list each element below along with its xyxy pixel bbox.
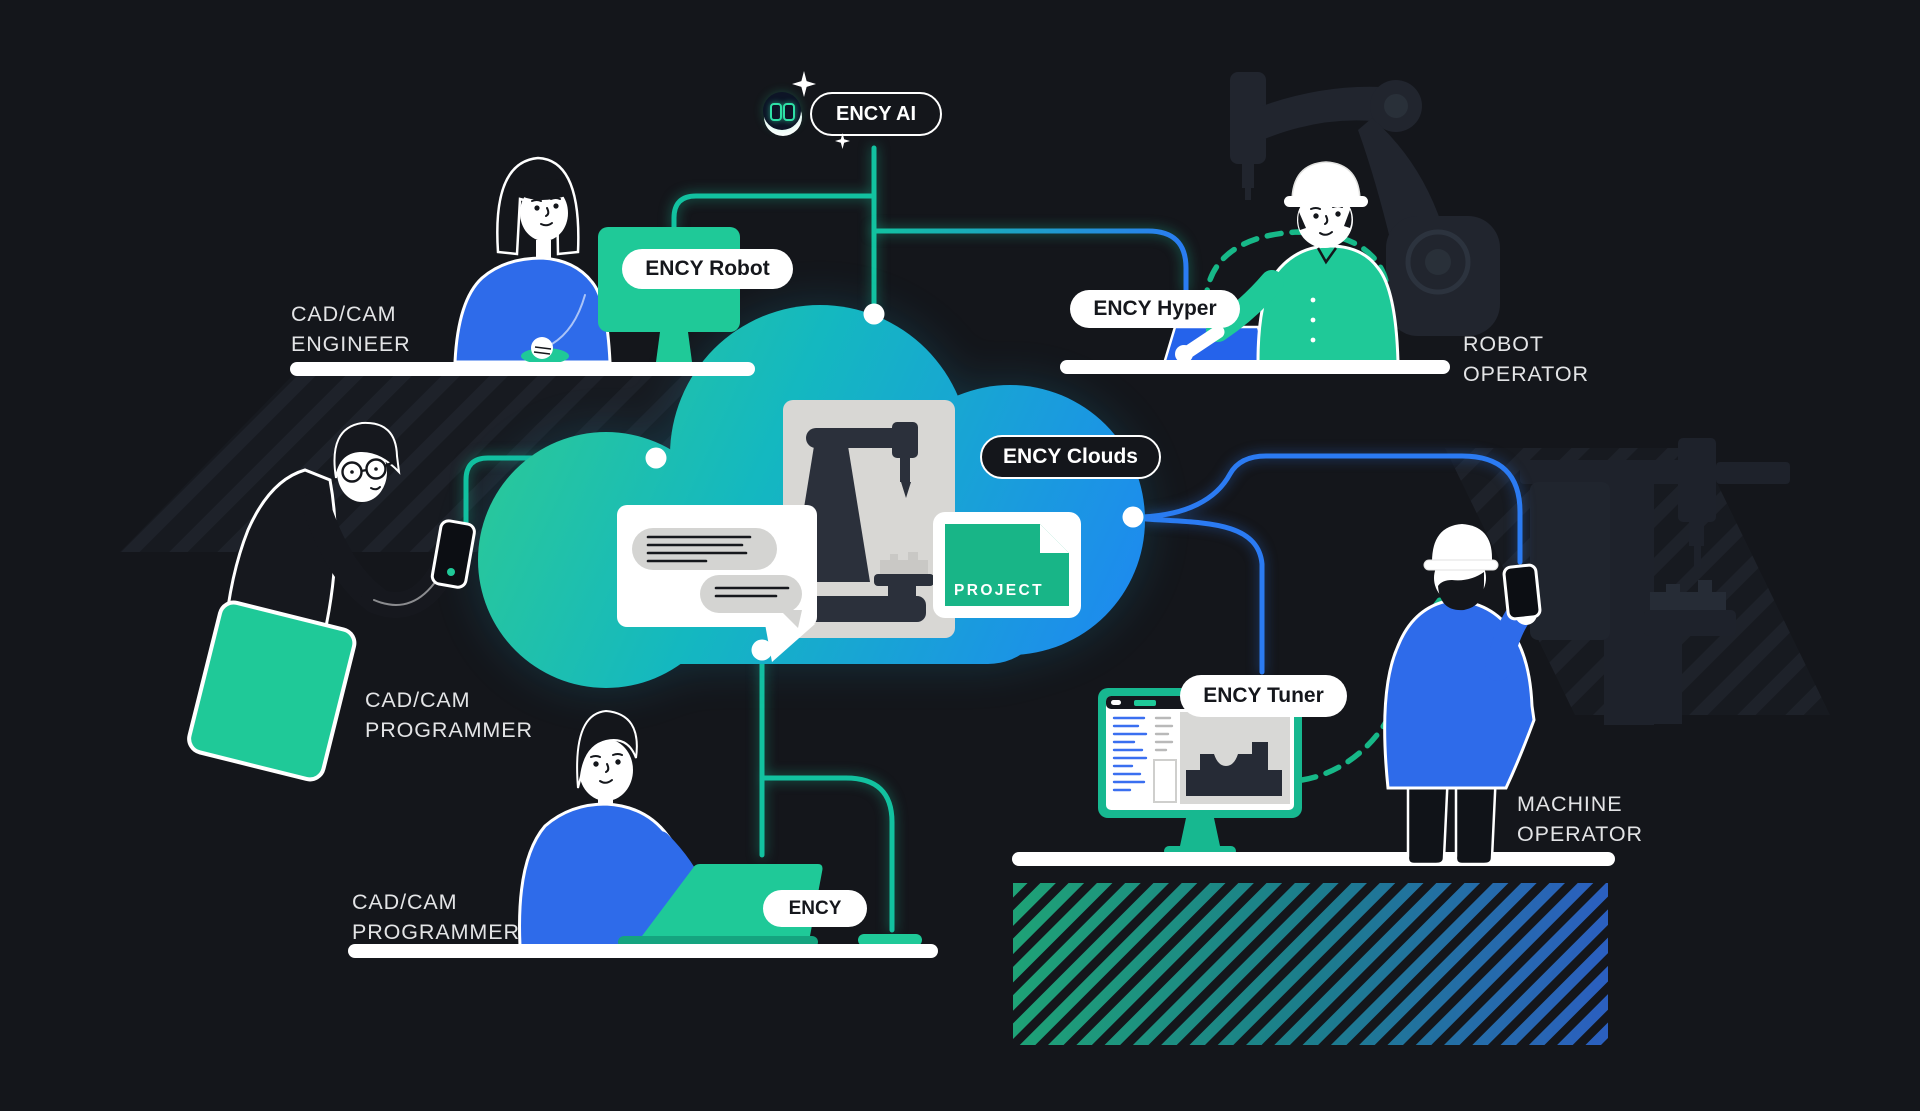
ency-cloud — [478, 305, 1145, 688]
person-cadcam-programmer-left — [187, 421, 476, 782]
dashed-link-robot-operator — [1203, 229, 1391, 307]
ai-bot-face-icon — [762, 92, 804, 136]
role-line: CAD/CAM — [291, 302, 397, 326]
connection-line-hyper — [871, 228, 1189, 293]
gradient-stripe-band — [1013, 883, 1608, 1045]
label-cadcam-programmer-bottom: CAD/CAM PROGRAMMER — [352, 888, 520, 947]
robot-arm-silhouette — [1230, 72, 1500, 336]
badge-ency-tuner: ENCY Tuner — [1180, 675, 1347, 717]
person-machine-operator — [1383, 524, 1542, 866]
desk-machine-operator — [1012, 852, 1615, 866]
desk-robot-operator — [1060, 360, 1450, 374]
role-line: PROGRAMMER — [365, 717, 533, 742]
ai-bot-eye — [783, 103, 795, 121]
ai-bot-face — [763, 92, 801, 130]
role-line: CAD/CAM — [365, 688, 471, 712]
role-line: OPERATOR — [1463, 361, 1589, 386]
connection-lines-teal — [463, 145, 895, 933]
badge-ency-robot: ENCY Robot — [622, 249, 793, 289]
node-dot-icon — [645, 303, 1144, 661]
role-line: CAD/CAM — [352, 890, 458, 914]
role-line: ENGINEER — [291, 331, 411, 356]
role-line: PROGRAMMER — [352, 919, 520, 944]
role-line: MACHINE — [1517, 792, 1623, 816]
label-cadcam-programmer-left: CAD/CAM PROGRAMMER — [365, 686, 533, 745]
desk-phone-device — [858, 934, 922, 946]
ency-tuner-monitor — [1098, 688, 1302, 856]
role-line: OPERATOR — [1517, 821, 1643, 846]
badge-ency-ai: ENCY AI — [810, 92, 942, 136]
cnc-machine-icon — [783, 400, 955, 638]
project-doc-label: PROJECT — [953, 582, 1044, 599]
label-cadcam-engineer: CAD/CAM ENGINEER — [291, 300, 411, 359]
ai-bot-eye — [770, 103, 782, 121]
label-robot-operator: ROBOT OPERATOR — [1463, 330, 1589, 389]
cnc-machine-silhouette — [1520, 438, 1790, 725]
badge-ency: ENCY — [763, 890, 867, 927]
ency-robot-monitor — [598, 227, 740, 362]
person-robot-operator — [1161, 161, 1400, 369]
person-cadcam-engineer — [453, 156, 612, 364]
badge-ency-clouds: ENCY Clouds — [980, 435, 1161, 479]
label-machine-operator: MACHINE OPERATOR — [1517, 790, 1643, 849]
connection-lines-blue — [1139, 453, 1523, 675]
desk-programmer-bottom — [348, 944, 938, 958]
chat-bubbles-icon — [617, 505, 817, 662]
badge-ency-hyper: ENCY Hyper — [1070, 290, 1240, 328]
role-line: ROBOT — [1463, 332, 1544, 356]
desk-engineer — [290, 362, 755, 376]
project-file-icon — [933, 512, 1081, 618]
